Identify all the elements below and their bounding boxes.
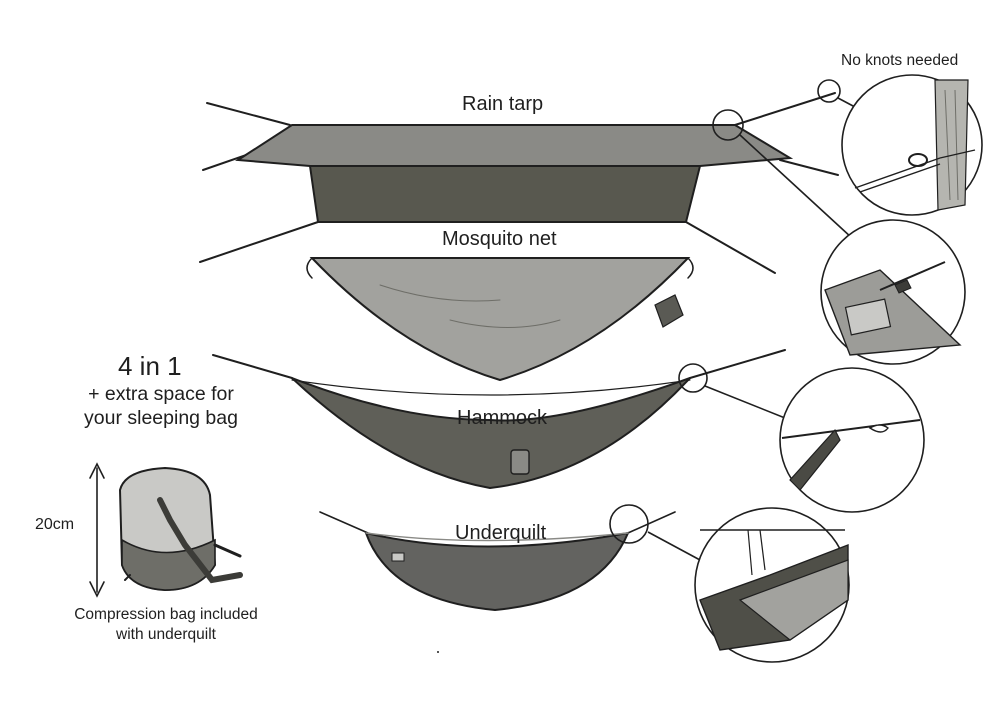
rain-tarp-label: Rain tarp bbox=[462, 93, 544, 115]
caption-line-2: with underquilt bbox=[116, 626, 216, 643]
extra-space-line-1: + extra space for bbox=[88, 383, 234, 405]
detail-no-knots bbox=[854, 79, 976, 211]
detail-tarp-corner bbox=[824, 261, 962, 356]
compression-bag-caption: Compression bag included with underquilt bbox=[50, 605, 282, 645]
headline-4-in-1: 4 in 1 bbox=[118, 351, 182, 381]
hammock-drawing bbox=[212, 349, 786, 490]
extra-space-text: + extra space for your sleeping bag bbox=[66, 382, 256, 430]
mosquito-net-label: Mosquito net bbox=[442, 228, 557, 250]
rain-tarp-drawing bbox=[199, 92, 839, 274]
caption-line-1: Compression bag included bbox=[74, 606, 258, 623]
size-label: 20cm bbox=[35, 516, 75, 533]
underquilt-drawing bbox=[319, 511, 676, 612]
detail-hammock-hook bbox=[781, 419, 921, 491]
underquilt-label: Underquilt bbox=[455, 522, 547, 544]
detail-underquilt-hang bbox=[699, 529, 849, 651]
extra-space-line-2: your sleeping bag bbox=[84, 407, 238, 429]
hammock-label: Hammock bbox=[457, 407, 548, 429]
mosquito-net-drawing bbox=[306, 257, 694, 382]
no-knots-label: No knots needed bbox=[841, 52, 959, 69]
compression-bag-drawing bbox=[89, 462, 243, 598]
